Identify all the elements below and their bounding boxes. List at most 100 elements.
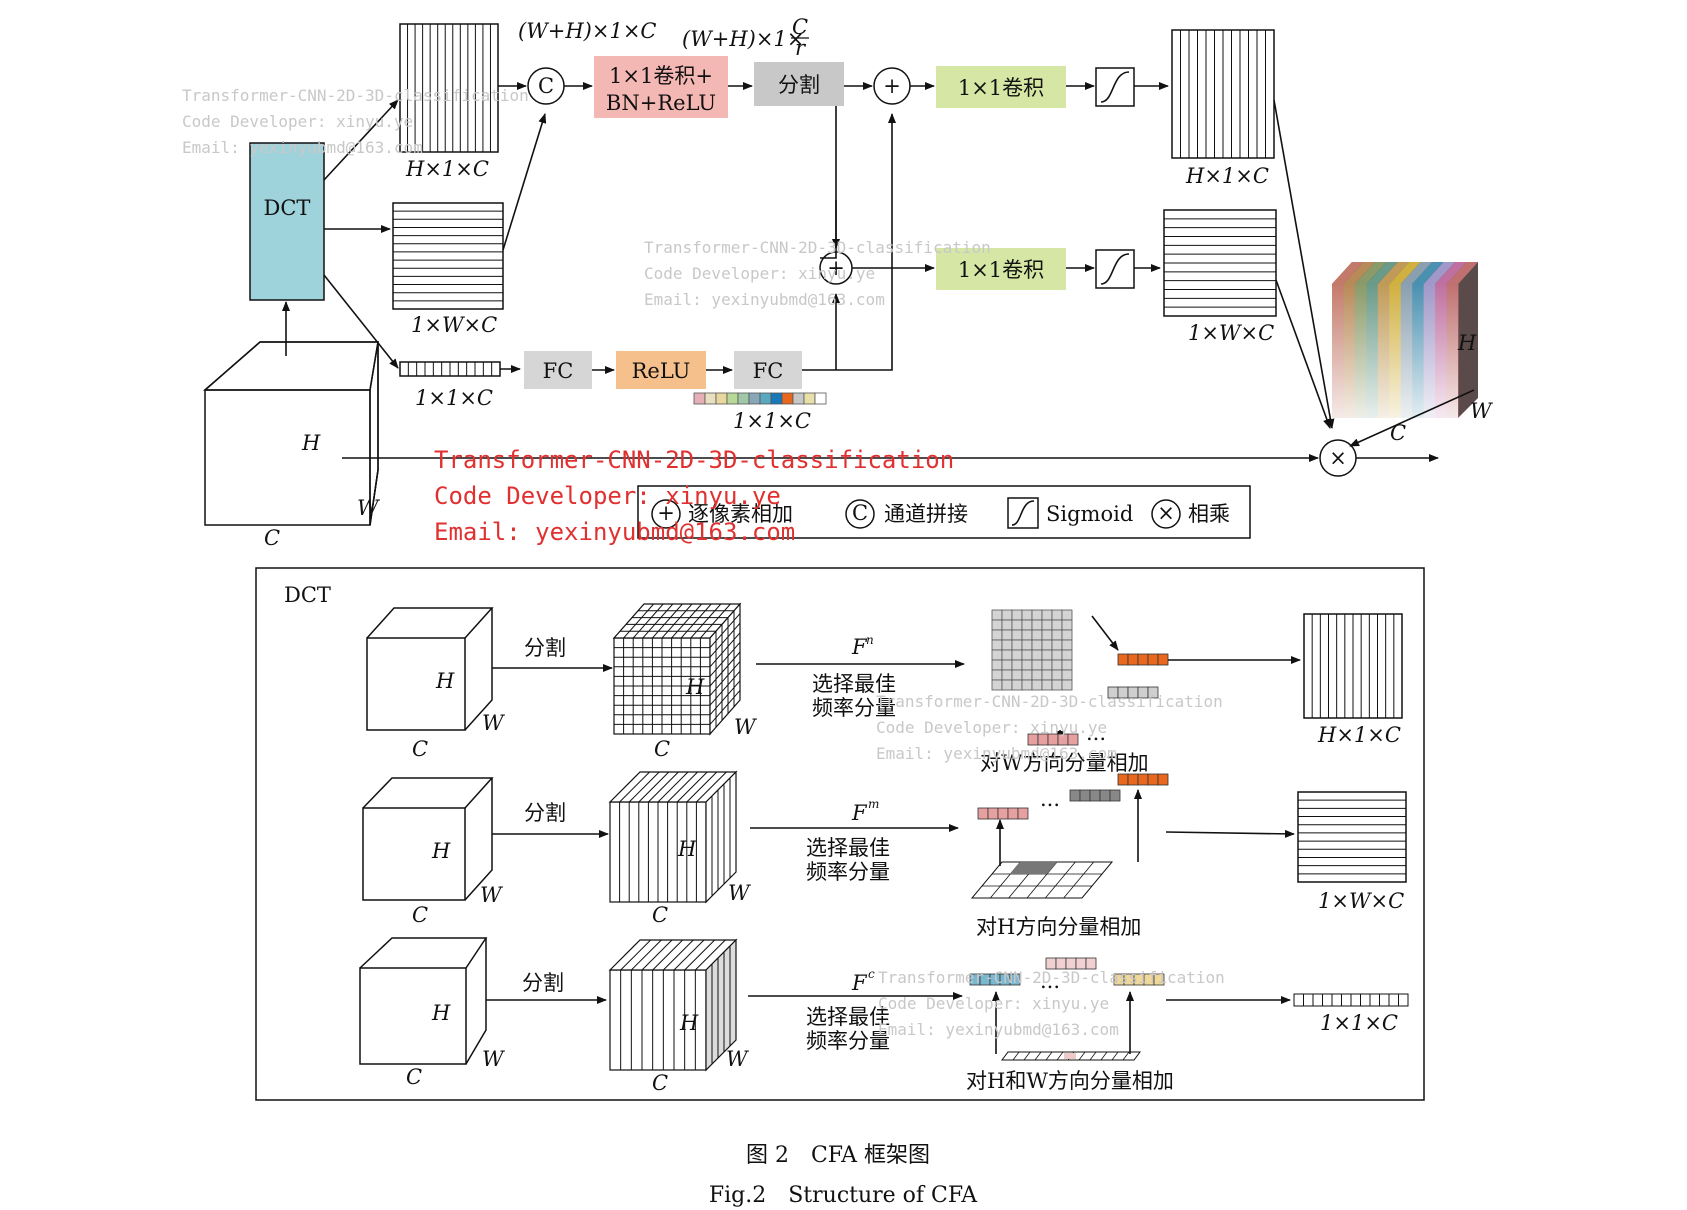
row1-grid-w: W bbox=[734, 715, 758, 739]
grid-line bbox=[709, 680, 741, 716]
feature-w-tensor bbox=[392, 202, 504, 310]
watermark-4: Transformer-CNN-2D-3D-classification Cod… bbox=[878, 968, 1225, 1039]
conv-bn-relu-label-2: BN+ReLU bbox=[606, 91, 716, 115]
row3-c: C bbox=[406, 1065, 422, 1089]
row3-split-slice-cube bbox=[608, 938, 738, 1072]
watermark-4-line2: Code Developer: xinyu.ye bbox=[878, 994, 1109, 1013]
output-w-tensor bbox=[1163, 209, 1277, 317]
freq-cell bbox=[1021, 659, 1033, 671]
conv2-label: 1×1卷积 bbox=[958, 258, 1044, 282]
freq-cell bbox=[1051, 659, 1063, 671]
row3-component-vectors bbox=[969, 957, 1165, 986]
vector-cell bbox=[1147, 653, 1159, 666]
row1-frequency-grid bbox=[991, 609, 1073, 691]
row2-w: W bbox=[480, 883, 504, 907]
grid-line bbox=[686, 771, 718, 803]
vector-cell bbox=[1085, 957, 1097, 970]
channel-slice-top bbox=[1377, 262, 1410, 284]
freq-cell bbox=[1021, 669, 1033, 681]
watermark-3: Transformer-CNN-2D-3D-classification Cod… bbox=[876, 692, 1223, 763]
vector-cell bbox=[726, 392, 739, 405]
plane-line bbox=[1122, 1051, 1130, 1061]
plane-highlight bbox=[1010, 862, 1057, 874]
watermark-2-line1: Transformer-CNN-2D-3D-classification bbox=[644, 238, 991, 257]
freq-cell bbox=[1001, 609, 1013, 621]
out-cube-w-label: W bbox=[1470, 399, 1494, 423]
freq-cell bbox=[991, 629, 1003, 641]
grid-line bbox=[680, 603, 712, 639]
dim-reduce-prefix: (W+H)×1× bbox=[682, 27, 804, 51]
row3-frequency-plane bbox=[1001, 1051, 1141, 1061]
row1-dots: ... bbox=[1086, 721, 1106, 745]
row2-frequency-plane bbox=[970, 861, 1114, 899]
vector-cell bbox=[1099, 789, 1111, 802]
cube-side bbox=[705, 938, 737, 1072]
grid-line bbox=[652, 603, 683, 639]
freq-cell bbox=[1041, 649, 1053, 661]
grid-line bbox=[657, 771, 689, 803]
vector-cell bbox=[1117, 773, 1129, 786]
legend: + 逐像素相加 C 通道拼接 Sigmoid × 相乘 bbox=[637, 485, 1251, 539]
freq-cell bbox=[1011, 629, 1023, 641]
vector-cell bbox=[997, 807, 1009, 820]
row3-select-1: 选择最佳 bbox=[806, 1005, 890, 1029]
row3-input-cube: H W C bbox=[359, 937, 506, 1089]
cube-h-label: H bbox=[301, 431, 321, 455]
mul-symbol: × bbox=[1329, 446, 1347, 470]
row1-sum-label: 对W方向分量相加 bbox=[980, 751, 1149, 775]
grid-line bbox=[709, 613, 741, 648]
freq-cell bbox=[1041, 639, 1053, 651]
channel-slice-top bbox=[1389, 262, 1421, 284]
output-h-tensor bbox=[1171, 29, 1275, 159]
add-symbol-2: + bbox=[827, 256, 845, 280]
row1-grid-h: H bbox=[685, 675, 705, 699]
freq-cell bbox=[1041, 659, 1053, 671]
plane-line bbox=[1056, 1051, 1064, 1061]
freq-cell bbox=[1021, 649, 1033, 661]
grid-line bbox=[700, 603, 731, 639]
dct-box bbox=[249, 142, 325, 301]
top-diagram: H W C DCT H×1×C 1×W×C 1×1×C bbox=[203, 15, 1494, 550]
cube-c-label: C bbox=[264, 526, 280, 550]
watermark-3-line2: Code Developer: xinyu.ye bbox=[876, 718, 1107, 737]
dim-concat-label: (W+H)×1×C bbox=[518, 19, 657, 43]
conv-bn-relu-box bbox=[594, 56, 728, 118]
vector-cell bbox=[1127, 773, 1139, 786]
sigmoid-icon-2 bbox=[1095, 249, 1135, 289]
vector-cell bbox=[1153, 973, 1165, 986]
freq-cell bbox=[1011, 649, 1023, 661]
legend-add-symbol: + bbox=[657, 501, 675, 525]
grid-line bbox=[662, 939, 694, 971]
vector-cell bbox=[1137, 773, 1149, 786]
row3-select-2: 频率分量 bbox=[806, 1029, 890, 1053]
cube-side bbox=[705, 770, 737, 904]
legend-sigmoid-icon bbox=[1007, 497, 1039, 529]
vector-cell bbox=[781, 392, 794, 405]
grid-line bbox=[709, 642, 741, 677]
row1-f: F bbox=[851, 635, 868, 659]
out-cube-c-label: C bbox=[1390, 421, 1406, 445]
row1-split-label: 分割 bbox=[524, 636, 566, 660]
watermark-4-line3: Email: yexinyubmd@163.com bbox=[878, 1020, 1119, 1039]
channel-slice-top bbox=[1423, 262, 1456, 284]
vector-cell bbox=[1069, 789, 1081, 802]
freq-cell bbox=[1021, 639, 1033, 651]
vector-cell bbox=[770, 392, 783, 405]
watermark-red-line1: Transformer-CNN-2D-3D-classification bbox=[434, 446, 954, 474]
freq-cell bbox=[1031, 639, 1043, 651]
grid-line bbox=[630, 939, 662, 971]
arrow-dct-to-c bbox=[323, 274, 399, 369]
freq-cell bbox=[1031, 609, 1043, 621]
legend-add-label: 逐像素相加 bbox=[688, 502, 793, 526]
grid-line bbox=[684, 939, 716, 971]
vector-cell bbox=[1147, 773, 1159, 786]
plane-highlight bbox=[1064, 1053, 1076, 1059]
row1-component-vectors bbox=[1027, 653, 1169, 746]
vector-cell bbox=[1067, 733, 1079, 746]
grid-line bbox=[694, 939, 726, 971]
fc1-box bbox=[524, 351, 592, 389]
freq-cell bbox=[1011, 669, 1023, 681]
vector-cell bbox=[1127, 653, 1139, 666]
freq-cell bbox=[1001, 629, 1013, 641]
plane-line bbox=[1012, 1051, 1020, 1061]
